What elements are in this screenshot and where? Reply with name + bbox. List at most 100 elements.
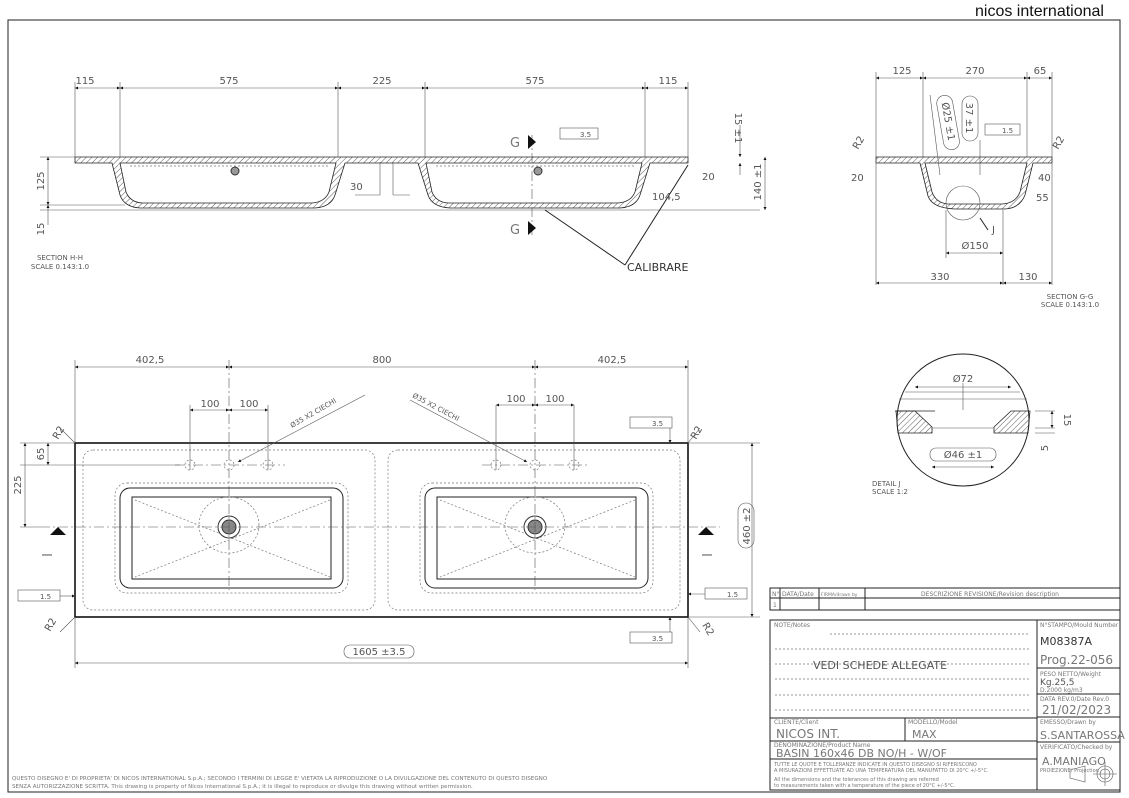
weight-label: PESO NETTO/Weight (1040, 671, 1102, 678)
notes-text: VEDI SCHEDE ALLEGATE (813, 659, 947, 672)
cut-mark-i-left: I (41, 553, 56, 557)
detail-j (895, 353, 1055, 487)
dim-j-15: 15 (1061, 414, 1072, 427)
detail-j-label: DETAIL J (872, 480, 901, 488)
radius-r2-tl: R2 (51, 424, 67, 441)
checked-by-value: A.MANIAGO (1042, 755, 1106, 768)
section-h-h-label: SECTION H-H (37, 254, 83, 262)
dim-gg-125: 125 (892, 66, 911, 77)
flatness-1-5-left: 1.5 (40, 593, 51, 601)
section-g-g-scale: SCALE 0.143:1.0 (1041, 301, 1099, 309)
density-value: D.2000 kg/m3 (1040, 687, 1083, 694)
dim-15-thickness: 15 (36, 223, 47, 236)
dim-104-5: 104,5 (652, 192, 681, 203)
dim-j-72: Ø72 (953, 373, 974, 385)
dim-hole-25: Ø25 ±1 (939, 101, 958, 141)
dim-575-right: 575 (525, 76, 544, 87)
copyright-line-2: SENZA AUTORIZZAZIONE SCRITTA. This drawi… (12, 784, 473, 790)
flatness-3-5-top: 3.5 (652, 420, 663, 428)
section-h-h (40, 82, 767, 266)
detail-j-scale: SCALE 1:2 (872, 488, 908, 496)
dim-225-plan: 225 (13, 475, 24, 494)
client-label: CLIENTE/Client (774, 719, 819, 726)
dim-460-width: 460 ±2 (742, 507, 753, 544)
dim-65: 65 (36, 448, 47, 461)
holes-callout-right: Ø35 X2 CIECHI (411, 392, 460, 423)
drawn-by-label: EMESSO/Drawn by (1040, 719, 1096, 726)
date-value: 21/02/2023 (1042, 703, 1111, 717)
model-label: MODELLO/Model (908, 719, 958, 726)
cut-mark-g-bottom: G (510, 223, 520, 238)
dim-30: 30 (350, 182, 363, 193)
product-name-label: DENOMINAZIONE/Product Name (774, 742, 871, 749)
dim-125-depth: 125 (36, 171, 47, 190)
dim-1605-length: 1605 ±3.5 (353, 647, 406, 658)
flatness-3-5-bottom: 3.5 (652, 635, 663, 643)
dim-225: 225 (372, 76, 391, 87)
dim-115-right: 115 (658, 76, 677, 87)
projection-label: PROIEZIONE/ Projection (1040, 768, 1099, 774)
mould-number: M08387A (1040, 635, 1092, 648)
dim-gg-130: 130 (1018, 272, 1037, 283)
rev-header-date: DATA/Date (782, 591, 814, 598)
dim-j-5: 5 (1040, 445, 1051, 451)
rev-header-drawn: FIRMA/drawn by (821, 592, 858, 598)
section-h-h-scale: SCALE 0.143:1.0 (31, 263, 89, 271)
prog-number: Prog.22-056 (1040, 653, 1113, 667)
dim-gg-65: 65 (1034, 66, 1047, 77)
dim-gg-40: 40 (1038, 173, 1051, 184)
section-g-g (875, 72, 1053, 285)
client-value: NICOS INT. (776, 727, 840, 741)
dim-140-height: 140 ±1 (753, 163, 764, 200)
model-value: MAX (912, 728, 937, 741)
rev-header-number: N° (772, 591, 780, 598)
temperature-note-it-2: A MISURAZIONI EFFETTUATE AD UNA TEMPERAT… (774, 768, 989, 774)
product-name-value: BASIN 160x46 DB NO/H - W/OF (776, 747, 947, 760)
section-g-g-label: SECTION G-G (1047, 293, 1094, 301)
dim-tap-100-3: 100 (506, 394, 525, 405)
dim-gg-330: 330 (930, 272, 949, 283)
radius-r2-br: R2 (699, 621, 715, 638)
dim-tap-100-1: 100 (200, 399, 219, 410)
radius-r2-gg-left: R2 (851, 134, 867, 151)
calibrare-callout: CALIBRARE (627, 261, 688, 274)
rev-row-number: 1 (773, 602, 777, 609)
dim-402-5-right: 402,5 (598, 355, 627, 366)
flatness-1-5-right: 1.5 (727, 591, 738, 599)
mould-number-label: N°STAMPO/Mould Number (1040, 622, 1119, 629)
dim-gg-270: 270 (965, 66, 984, 77)
dim-tap-100-2: 100 (239, 399, 258, 410)
temperature-note-en-1: All the dimensions and the tolerances of… (774, 777, 939, 783)
detail-j-callout: J (991, 225, 995, 236)
dim-drain-150: Ø150 (962, 240, 989, 252)
dim-gg-20: 20 (851, 173, 864, 184)
radius-r2-gg-right: R2 (1051, 134, 1067, 151)
flatness-1-5-gg: 1.5 (1002, 127, 1013, 135)
dim-800: 800 (372, 355, 391, 366)
dim-j-46: Ø46 ±1 (944, 449, 983, 461)
cut-mark-i-right: I (701, 553, 716, 557)
checked-by-label: VERIFICATO/Checked by (1040, 744, 1113, 751)
copyright-line-1: QUESTO DISEGNO E' DI PROPRIETA' DI NICOS… (12, 776, 548, 782)
title-block (769, 587, 1121, 791)
rev-header-description: DESCRIZIONE REVISIONE/Revision descripti… (921, 591, 1059, 598)
temperature-note-it-1: TUTTE LE QUOTE E TOLLERANZE INDICATE IN … (773, 762, 977, 768)
dim-gg-55: 55 (1036, 193, 1049, 204)
dim-115-left: 115 (75, 76, 94, 87)
company-logo: nicos international (975, 3, 1104, 20)
flatness-3-5: 3.5 (580, 131, 591, 139)
plan-view (17, 360, 760, 668)
dim-20: 20 (702, 172, 715, 183)
drawn-by-value: S.SANTAROSSA (1040, 729, 1125, 742)
date-label: DATA REV.0/Date Rev.0 (1040, 696, 1109, 703)
notes-label: NOTE/Notes (774, 622, 810, 629)
dim-depth-37: 37 ±1 (963, 103, 974, 134)
dim-tap-100-4: 100 (545, 394, 564, 405)
dim-402-5-left: 402,5 (136, 355, 165, 366)
dim-575-left: 575 (219, 76, 238, 87)
dim-15-rim: 15 ±1 (732, 113, 743, 144)
drawing-frame (7, 19, 1121, 793)
radius-r2-bl: R2 (43, 616, 59, 633)
temperature-note-en-2: to measurements taken with a temperature… (774, 783, 956, 789)
